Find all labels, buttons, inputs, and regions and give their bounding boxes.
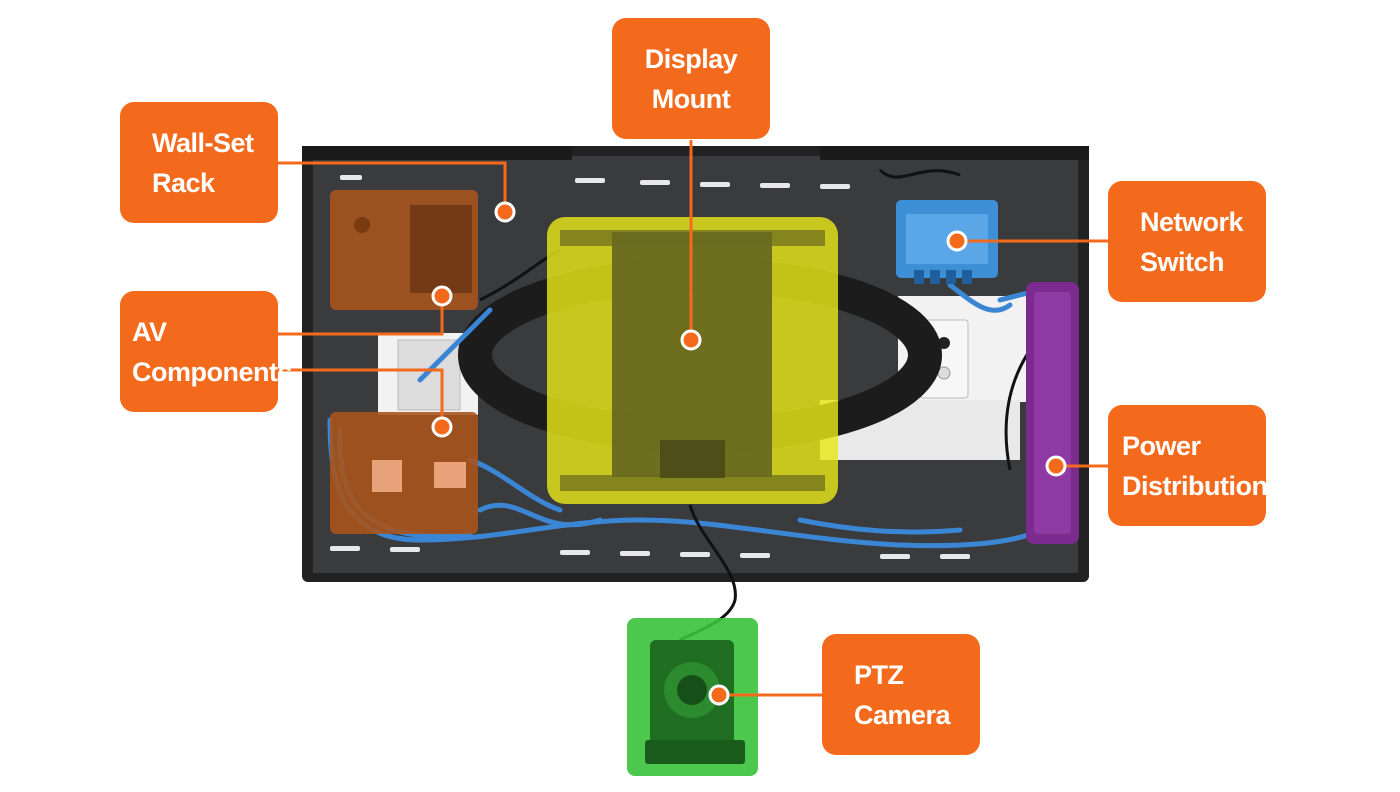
network-switch-label-line2: Switch bbox=[1140, 246, 1225, 277]
display-mount-label-line2: Mount bbox=[651, 83, 731, 114]
ptz-camera-label-line1: PTZ bbox=[854, 659, 904, 690]
wall-set-rack-dot bbox=[494, 201, 516, 223]
network-switch-label: Network Switch bbox=[1108, 181, 1266, 302]
display-mount-dot bbox=[680, 329, 702, 351]
power-distribution-label-line2: Distribution bbox=[1122, 470, 1268, 501]
ptz-camera-label-line2: Camera bbox=[854, 699, 951, 730]
callout-dots bbox=[431, 201, 1067, 706]
ptz-camera-label: PTZ Camera bbox=[822, 634, 980, 755]
display-mount-label: Display Mount bbox=[612, 18, 770, 139]
display-mount-region bbox=[547, 217, 838, 504]
power-distribution-label: Power Distribution bbox=[1108, 405, 1268, 526]
av-components-region bbox=[330, 190, 478, 534]
leader-lines bbox=[278, 140, 1108, 697]
power-distribution-dot bbox=[1045, 455, 1067, 477]
wall-set-rack-label-line2: Rack bbox=[152, 167, 215, 198]
av-components-dot-top bbox=[431, 285, 453, 307]
power-distribution-label-line1: Power bbox=[1122, 430, 1201, 461]
av-components-label: AV Components bbox=[120, 291, 293, 412]
av-components-label-line1: AV bbox=[132, 316, 167, 347]
network-switch-dot bbox=[946, 230, 968, 252]
wall-set-rack-leader bbox=[278, 161, 507, 212]
ptz-camera-dot bbox=[708, 684, 730, 706]
network-switch-label-line1: Network bbox=[1140, 206, 1244, 237]
wall-set-rack-label-line1: Wall-Set bbox=[152, 127, 254, 158]
av-components-dot-bottom bbox=[431, 416, 453, 438]
av-components-leader-bottom bbox=[278, 368, 444, 427]
av-components-leader-top bbox=[278, 296, 444, 336]
display-mount-label-line1: Display bbox=[644, 43, 738, 74]
av-components-label-line2: Components bbox=[132, 356, 293, 387]
ptz-camera-region bbox=[627, 618, 758, 776]
wall-set-rack-label: Wall-Set Rack bbox=[120, 102, 278, 223]
power-distribution-region bbox=[1026, 282, 1079, 544]
